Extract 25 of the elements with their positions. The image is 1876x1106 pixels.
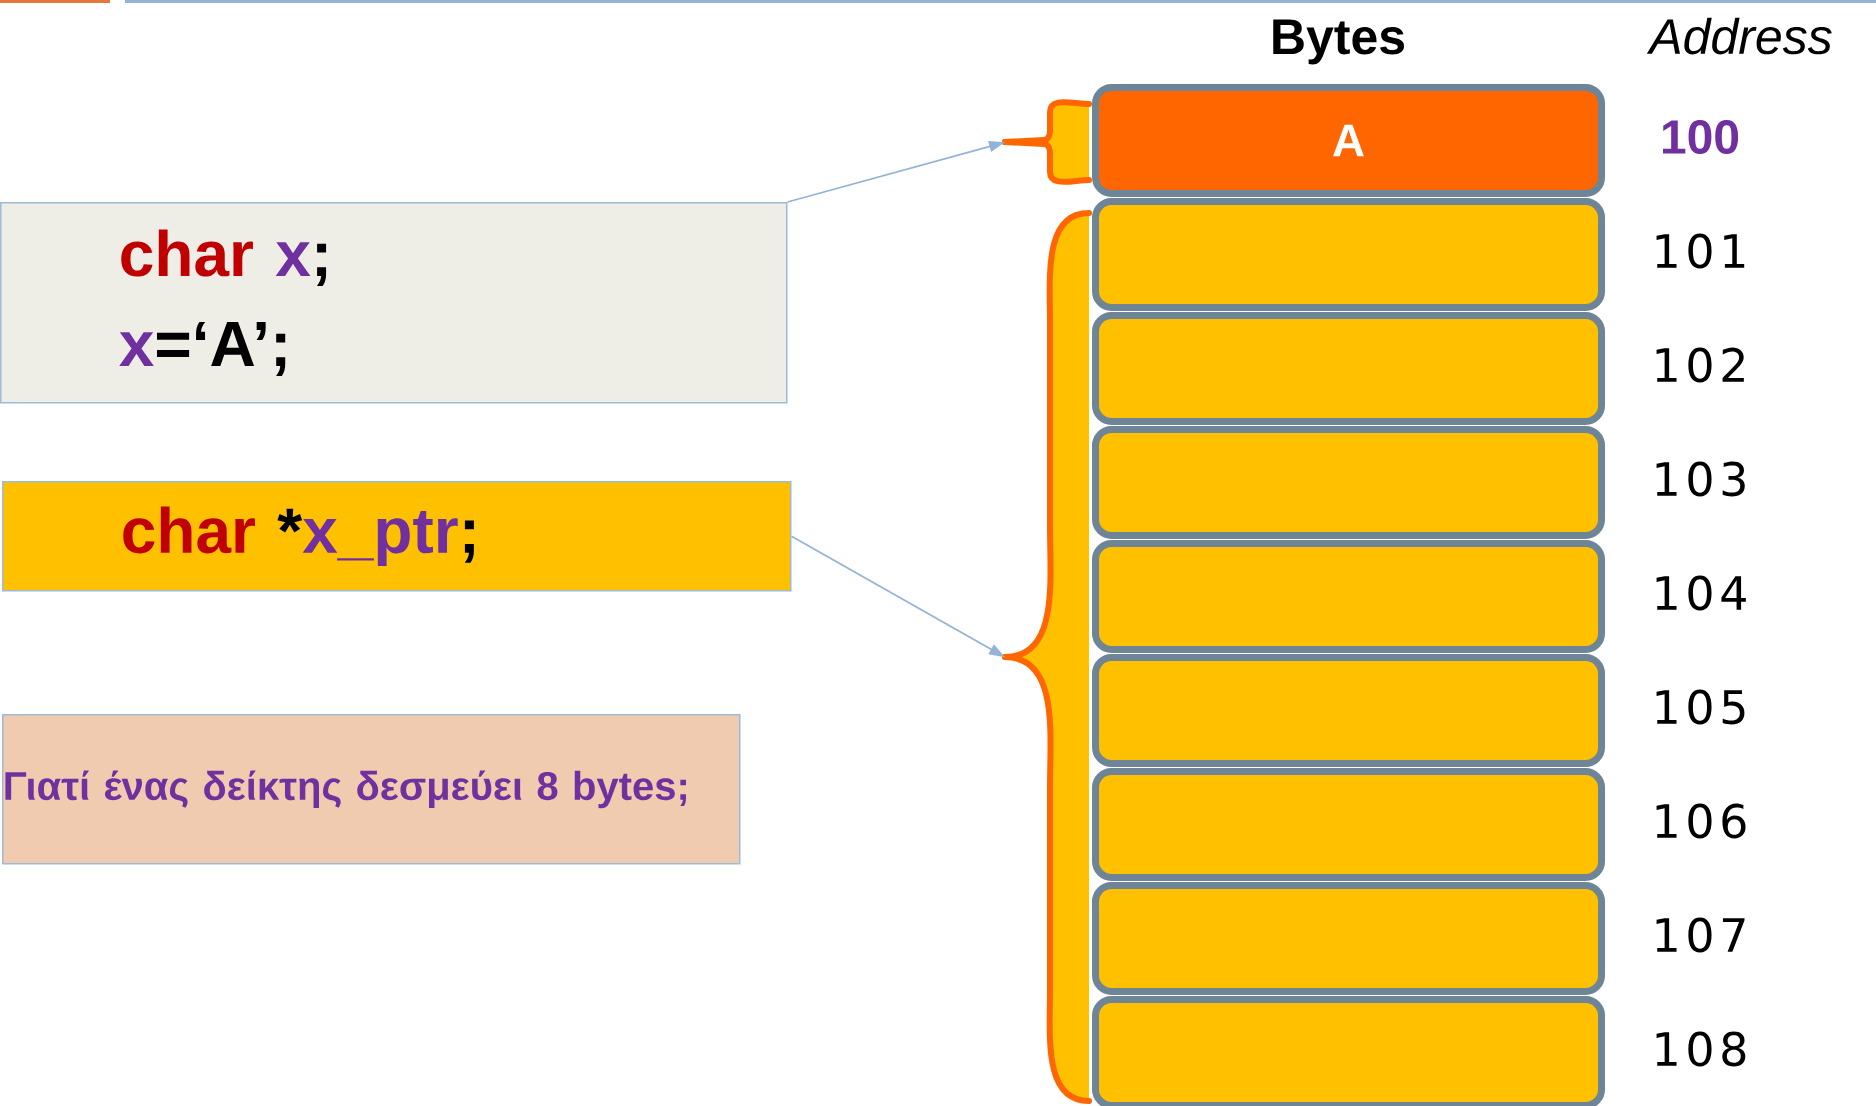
code-box: char x; x=‘A’; bbox=[0, 202, 788, 404]
memory-cell bbox=[1092, 426, 1605, 539]
memory-cell bbox=[1092, 198, 1605, 311]
address-label: 107 bbox=[1656, 917, 1745, 953]
curly-brace bbox=[1002, 99, 1092, 185]
address-label: 102 bbox=[1656, 347, 1744, 383]
memory-cell bbox=[1092, 312, 1605, 425]
address-label: 100 bbox=[1663, 120, 1739, 154]
column-header: Address bbox=[1646, 17, 1832, 55]
note-box: Γιατί ένας δείκτης δεσμεύει 8 bytes; bbox=[2, 714, 741, 865]
address-label: 104 bbox=[1656, 575, 1746, 611]
code-box: char *x_ptr; bbox=[2, 481, 792, 592]
address-label: 106 bbox=[1656, 803, 1746, 839]
address-label: 105 bbox=[1656, 689, 1745, 725]
memory-cell bbox=[1092, 654, 1605, 767]
address-label: 103 bbox=[1656, 461, 1745, 497]
memory-cell: A bbox=[1092, 84, 1605, 197]
memory-cell bbox=[1092, 882, 1605, 995]
column-header: Bytes bbox=[1273, 19, 1405, 65]
memory-cell bbox=[1092, 540, 1605, 653]
address-label: 108 bbox=[1656, 1031, 1746, 1067]
address-label: 101 bbox=[1656, 233, 1745, 269]
memory-cell bbox=[1092, 768, 1605, 881]
memory-cell bbox=[1092, 996, 1605, 1106]
curly-brace bbox=[1002, 210, 1092, 1104]
